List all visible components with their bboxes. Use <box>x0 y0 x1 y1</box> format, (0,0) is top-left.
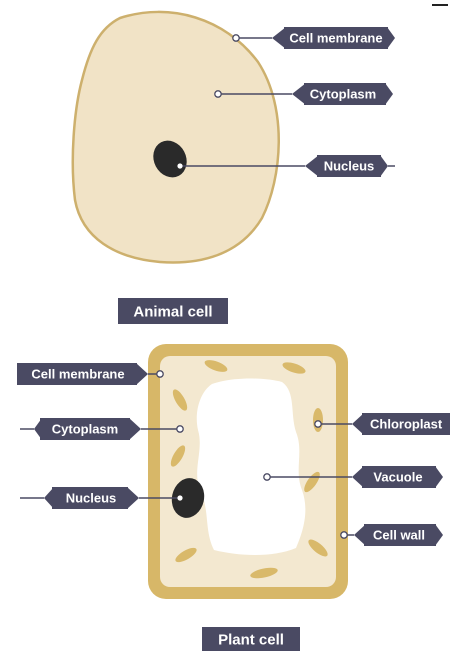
animal-label-cell-membrane: Cell membrane <box>233 27 395 49</box>
corner-mark <box>432 4 448 6</box>
plant-caption-text: Plant cell <box>218 632 284 649</box>
chloroplast-4 <box>313 408 323 432</box>
plant-chloroplast-text: Chloroplast <box>370 417 443 432</box>
animal-caption-text: Animal cell <box>133 304 212 321</box>
plant-cell-caption: Plant cell <box>202 627 300 651</box>
plant-cell: Cell membrane Cytoplasm Nucleus <box>17 344 450 651</box>
animal-cell-body <box>73 12 279 263</box>
animal-nucleus-text: Nucleus <box>324 159 375 174</box>
plant-cytoplasm-text: Cytoplasm <box>52 422 118 437</box>
animal-cell: Cell membrane Cytoplasm Nucleus Animal c… <box>73 12 395 324</box>
plant-membrane-text: Cell membrane <box>31 367 124 382</box>
animal-membrane-text: Cell membrane <box>289 31 382 46</box>
plant-label-cell-wall: Cell wall <box>341 524 443 546</box>
plant-nucleus-text: Nucleus <box>66 491 117 506</box>
plant-label-cell-membrane: Cell membrane <box>17 363 163 385</box>
plant-vacuole-text: Vacuole <box>373 470 422 485</box>
plant-vacuole <box>197 379 306 556</box>
animal-cell-caption: Animal cell <box>118 298 228 324</box>
plant-cell-wall-text: Cell wall <box>373 528 425 543</box>
animal-cytoplasm-text: Cytoplasm <box>310 87 376 102</box>
